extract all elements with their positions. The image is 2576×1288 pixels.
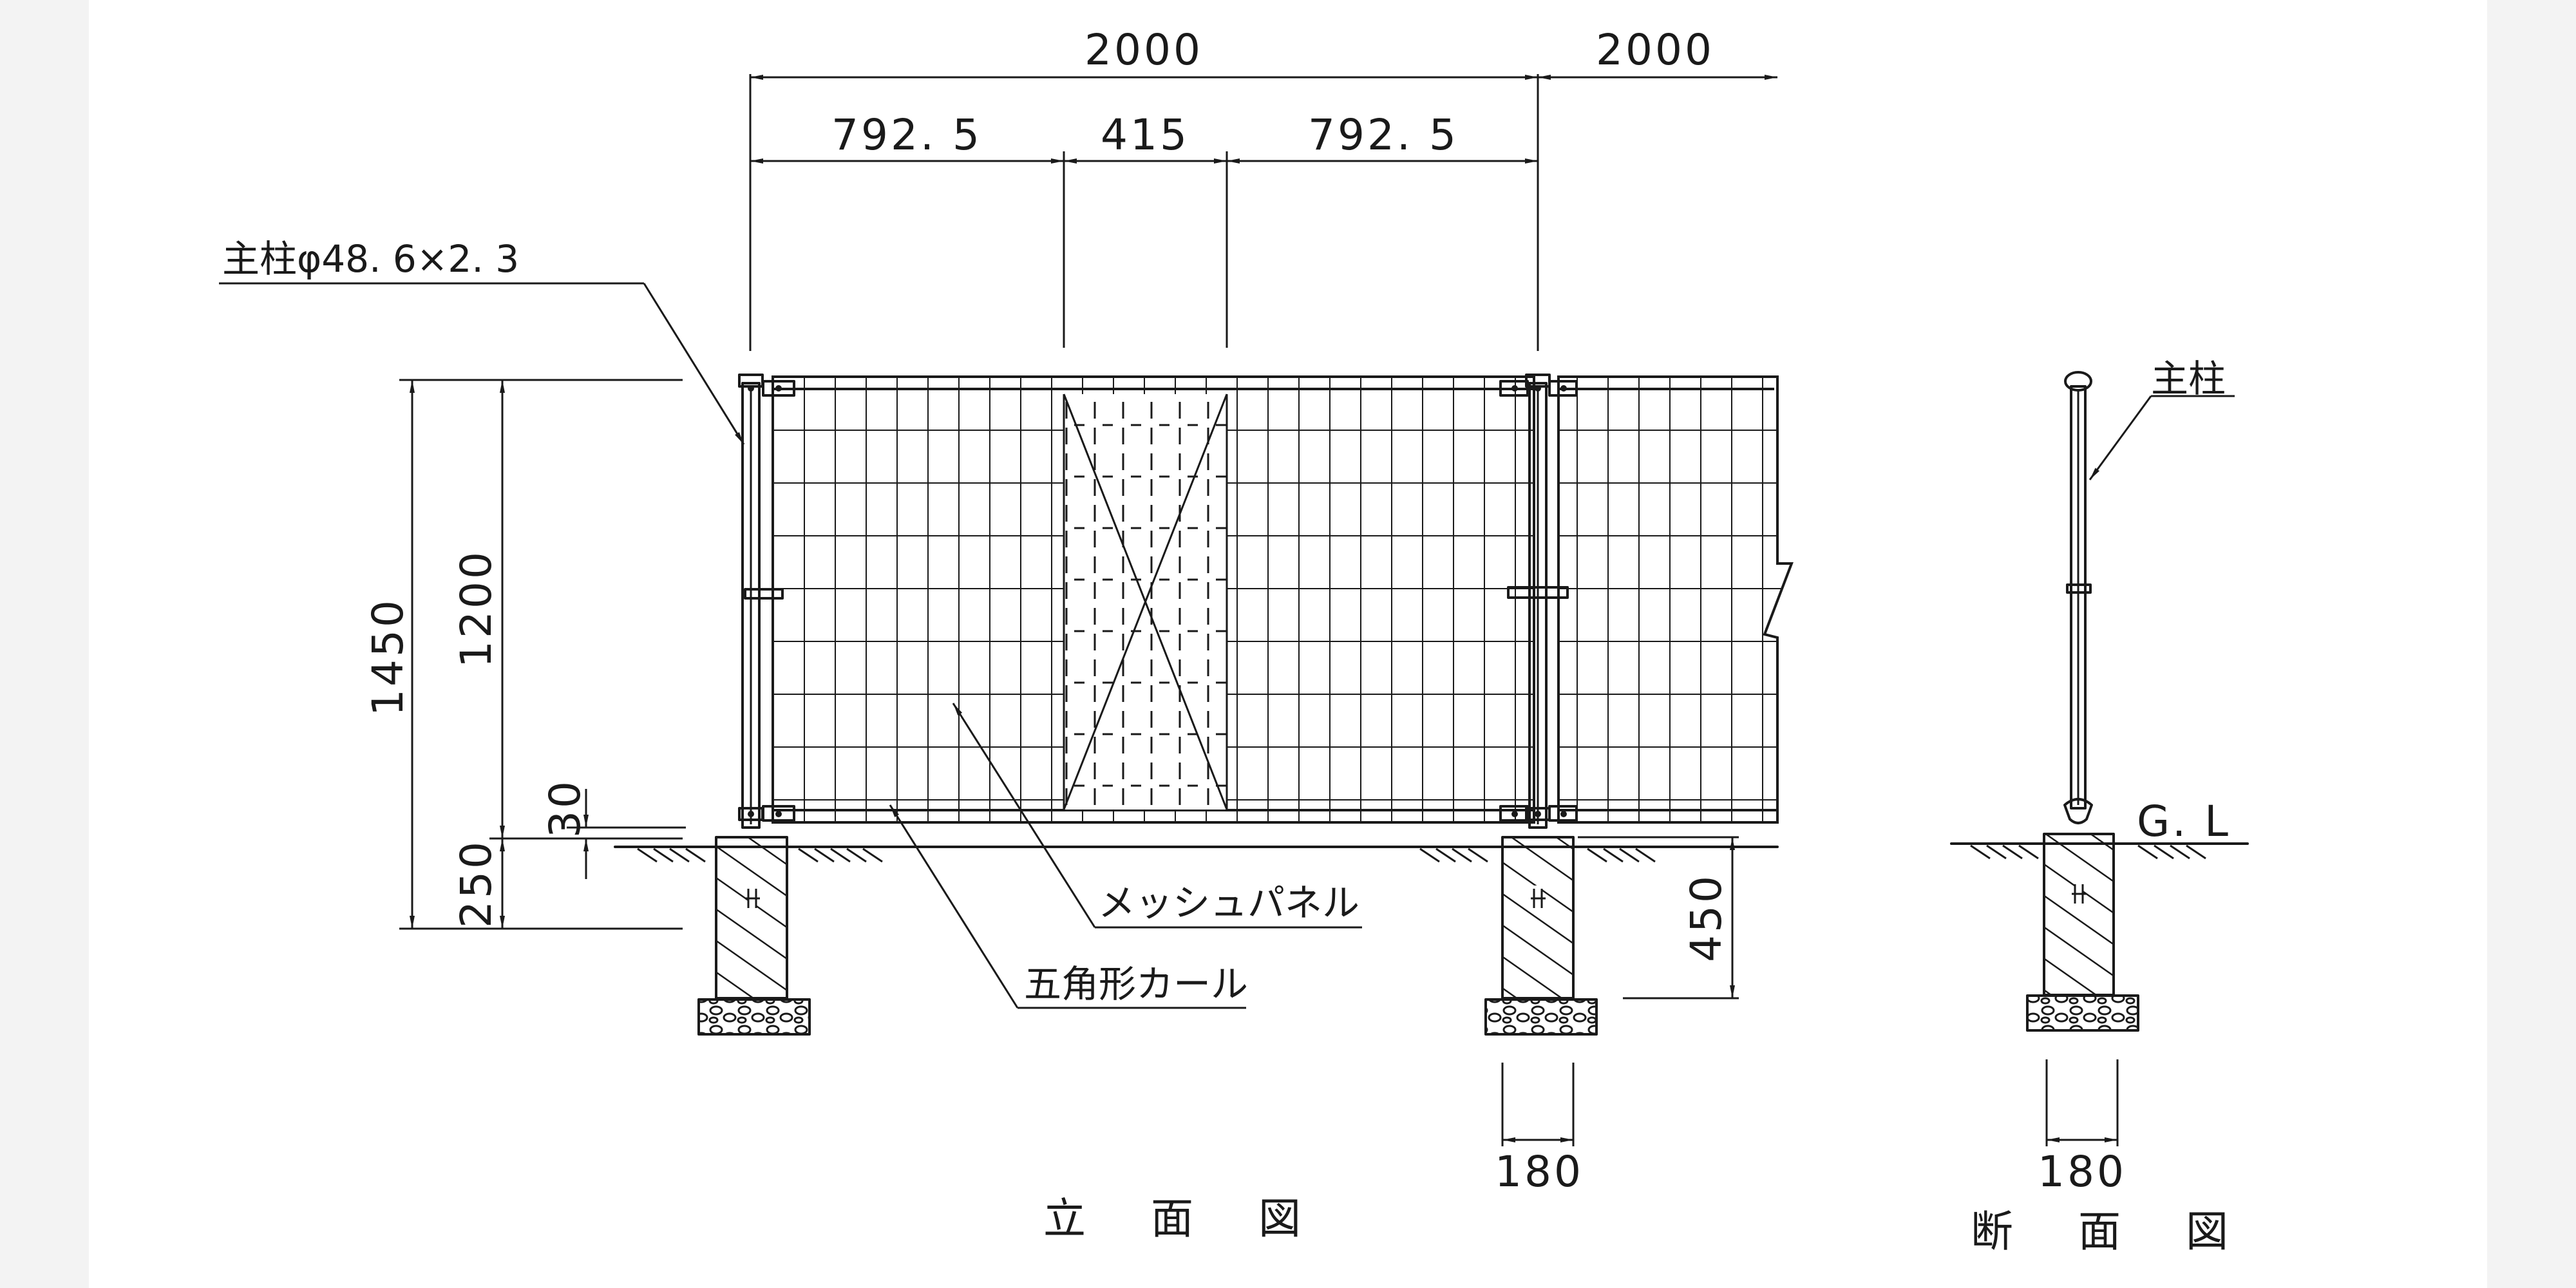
foundation-width-dim-elevation	[1501, 1063, 1575, 1146]
section-foundation	[2026, 833, 2139, 1032]
dim-span-next: 2000	[1596, 25, 1714, 75]
dim-foundation-depth: 450	[1681, 873, 1731, 962]
top-dimensions	[749, 74, 1777, 351]
main-post-left	[738, 374, 795, 829]
dim-embed-depth: 250	[451, 839, 501, 928]
dim-middle-section: 415	[1101, 110, 1189, 160]
dim-foundation-width-elevation: 180	[1495, 1147, 1584, 1197]
foundation-right	[1484, 836, 1598, 1036]
callout-main-post	[2088, 395, 2235, 480]
main-post-right	[1499, 374, 1578, 829]
omitted-section	[1063, 393, 1228, 810]
label-ground-line: G. L	[2137, 797, 2231, 846]
section-view	[1950, 371, 2249, 1146]
label-main-post: 主柱	[2151, 357, 2226, 401]
foundation-width-dim-section	[2045, 1059, 2119, 1146]
label-main-post-spec: 主柱φ48. 6×2. 3	[222, 237, 519, 281]
foundation-left	[697, 836, 811, 1036]
label-mesh-panel: メッシュパネル	[1098, 881, 1359, 925]
dim-panel-height: 1200	[451, 549, 501, 668]
mesh-panel-next	[1557, 375, 1794, 824]
dim-span-total: 2000	[1084, 25, 1203, 75]
label-pentagon-curl: 五角形カール	[1024, 962, 1248, 1006]
section-post	[2063, 371, 2093, 824]
foundation-depth-dim	[1578, 836, 1739, 999]
callout-pentagon-curl	[889, 804, 1246, 1009]
callout-main-post-spec	[219, 282, 745, 445]
dim-total-height: 1450	[363, 598, 413, 716]
dim-foundation-width-section: 180	[2038, 1147, 2126, 1197]
dim-clearance: 30	[540, 779, 590, 838]
callout-mesh-panel	[952, 703, 1362, 929]
title-elevation: 立 面 図	[1043, 1194, 1327, 1244]
title-section: 断 面 図	[1971, 1207, 2254, 1256]
dim-right-section: 792. 5	[1308, 110, 1459, 160]
dim-left-section: 792. 5	[831, 110, 982, 160]
left-dimensions	[399, 379, 686, 930]
ground-line-elevation	[614, 846, 1779, 863]
